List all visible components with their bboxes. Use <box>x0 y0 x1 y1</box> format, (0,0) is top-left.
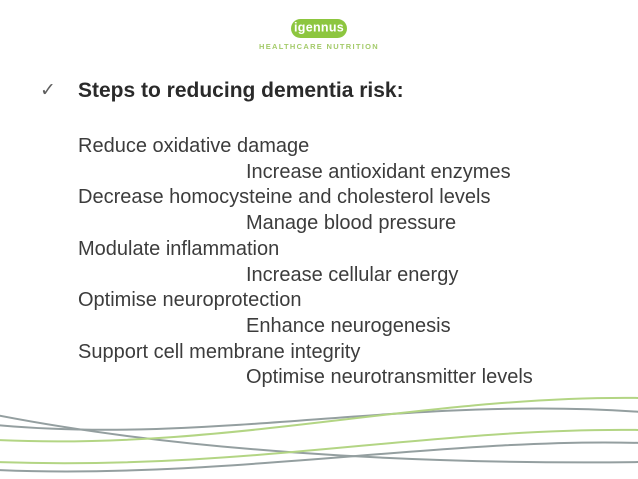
slide-heading-text: Steps to reducing dementia risk: <box>78 79 404 102</box>
list-item: Increase cellular energy <box>246 263 459 286</box>
logo: igennus HEALTHCARE NUTRITION <box>0 19 638 51</box>
list-item: Enhance neurogenesis <box>246 314 451 337</box>
check-icon: ✓ <box>40 80 56 101</box>
logo-pill: igennus <box>291 19 347 38</box>
list-item: Increase antioxidant enzymes <box>246 160 511 183</box>
list-item: Manage blood pressure <box>246 212 457 235</box>
slide-heading: ✓ Steps to reducing dementia risk: <box>40 79 404 103</box>
list-item: Modulate inflammation <box>78 237 280 260</box>
list-item: Support cell membrane integrity <box>78 340 361 363</box>
swoosh-gray-line <box>0 407 638 431</box>
brand-tagline: HEALTHCARE NUTRITION <box>258 42 380 51</box>
list-item: Optimise neurotransmitter levels <box>246 366 533 389</box>
swoosh-green-line <box>0 428 638 465</box>
swoosh-decoration <box>0 396 638 473</box>
swoosh-gray-line <box>0 441 638 473</box>
list-item: Optimise neuroprotection <box>78 289 302 312</box>
list-item: Reduce oxidative damage <box>78 135 310 157</box>
brand-name: igennus <box>293 20 345 35</box>
swoosh-green-line <box>0 396 638 443</box>
list-item: Decrease homocysteine and cholesterol le… <box>78 186 491 209</box>
